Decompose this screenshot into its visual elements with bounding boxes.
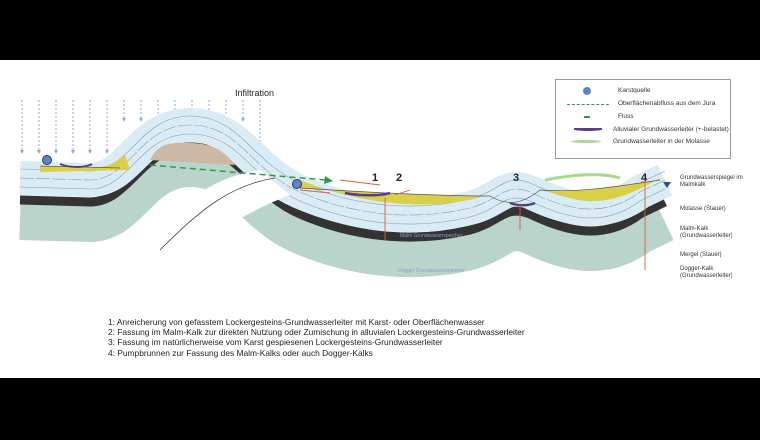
fault-wedge bbox=[150, 170, 290, 265]
infiltration-arrowhead bbox=[122, 118, 126, 122]
malm-bedding-2 bbox=[19, 115, 666, 207]
marker-3: 3 bbox=[513, 172, 520, 184]
marker-4: 4 bbox=[641, 172, 648, 184]
alluvial-aquifer-icon bbox=[574, 128, 602, 131]
runoff-arrowhead bbox=[324, 176, 333, 184]
label-malm: Malm-Kalk (Grundwasserleiter) bbox=[680, 226, 733, 239]
note-4: 4: Pumpbrunnen zur Fassung des Malm-Kalk… bbox=[108, 347, 373, 358]
malm-bedding-3 bbox=[19, 133, 666, 225]
karst-spring-icon bbox=[42, 155, 52, 165]
infiltration-arrowhead bbox=[139, 118, 143, 122]
karst-spring-icon bbox=[292, 179, 302, 189]
infiltration-arrowhead bbox=[37, 150, 41, 154]
molasse-aquifer bbox=[544, 173, 621, 182]
note-3: 3: Fassung im natürlicherweise vom Karst… bbox=[108, 337, 443, 348]
marker-1: 1 bbox=[372, 172, 379, 184]
legend-fluss: Fluss bbox=[618, 113, 634, 120]
legend: Karstquelle Oberflächenabfluss aus dem J… bbox=[555, 79, 731, 159]
malm-bedding bbox=[19, 124, 666, 216]
infiltration-arrowhead bbox=[88, 150, 92, 154]
note-1: 1: Anreicherung von gefasstem Lockergest… bbox=[108, 317, 485, 327]
molasse-basin-1 bbox=[300, 180, 485, 205]
malm-inner-label: Malm Grundwasserspeicher bbox=[400, 233, 463, 239]
infiltration-arrowhead bbox=[20, 150, 24, 154]
label-molasse: Molasse (Stauer) bbox=[680, 206, 726, 212]
alluvial-aquifer-left bbox=[59, 163, 93, 168]
infiltration-label: Infiltration bbox=[235, 88, 275, 98]
dome-core bbox=[150, 142, 235, 165]
label-water-table: Grundwasserspiegel im Malmkalk bbox=[680, 175, 743, 188]
legend-karstquelle: Karstquelle bbox=[618, 87, 651, 94]
legend-runoff: Oberflächenabfluss aus dem Jura bbox=[618, 100, 716, 107]
legend-alluvial: Alluvialer Grundwasserleiter (+-belastet… bbox=[613, 126, 729, 133]
infiltration-arrowhead bbox=[54, 150, 58, 154]
label-dogger: Dogger-Kalk (Grundwasserleiter) bbox=[680, 266, 733, 279]
alluvial-aquifer-1 bbox=[344, 191, 391, 197]
note-2: 2: Fassung im Malm-Kalk zur direkten Nut… bbox=[108, 327, 525, 338]
notes: 1: Anreicherung von gefasstem Lockergest… bbox=[108, 317, 525, 358]
infiltration-arrowhead bbox=[241, 118, 245, 122]
water-table-icon bbox=[663, 182, 671, 188]
karst-spring-icon bbox=[583, 87, 591, 95]
marker-2: 2 bbox=[396, 172, 403, 184]
infiltration-arrowhead bbox=[105, 150, 109, 154]
dogger-inner-label: Dogger Grundwasserspeicher bbox=[398, 268, 465, 274]
infiltration-arrowhead bbox=[71, 150, 75, 154]
alluvial-aquifer-2 bbox=[509, 201, 536, 207]
fault-line bbox=[159, 177, 276, 251]
molasse-basin-2 bbox=[540, 178, 660, 202]
label-mergel: Mergel (Stauer) bbox=[680, 252, 722, 258]
well-arrows bbox=[299, 179, 646, 270]
molasse-aquifer-icon bbox=[571, 140, 601, 143]
green-dashed-arrow-icon bbox=[567, 104, 609, 105]
dogger-layer bbox=[19, 146, 674, 278]
river-icon bbox=[584, 116, 590, 118]
legend-molasse-aquifer: Grundwasserleiter in der Molasse bbox=[613, 138, 710, 145]
